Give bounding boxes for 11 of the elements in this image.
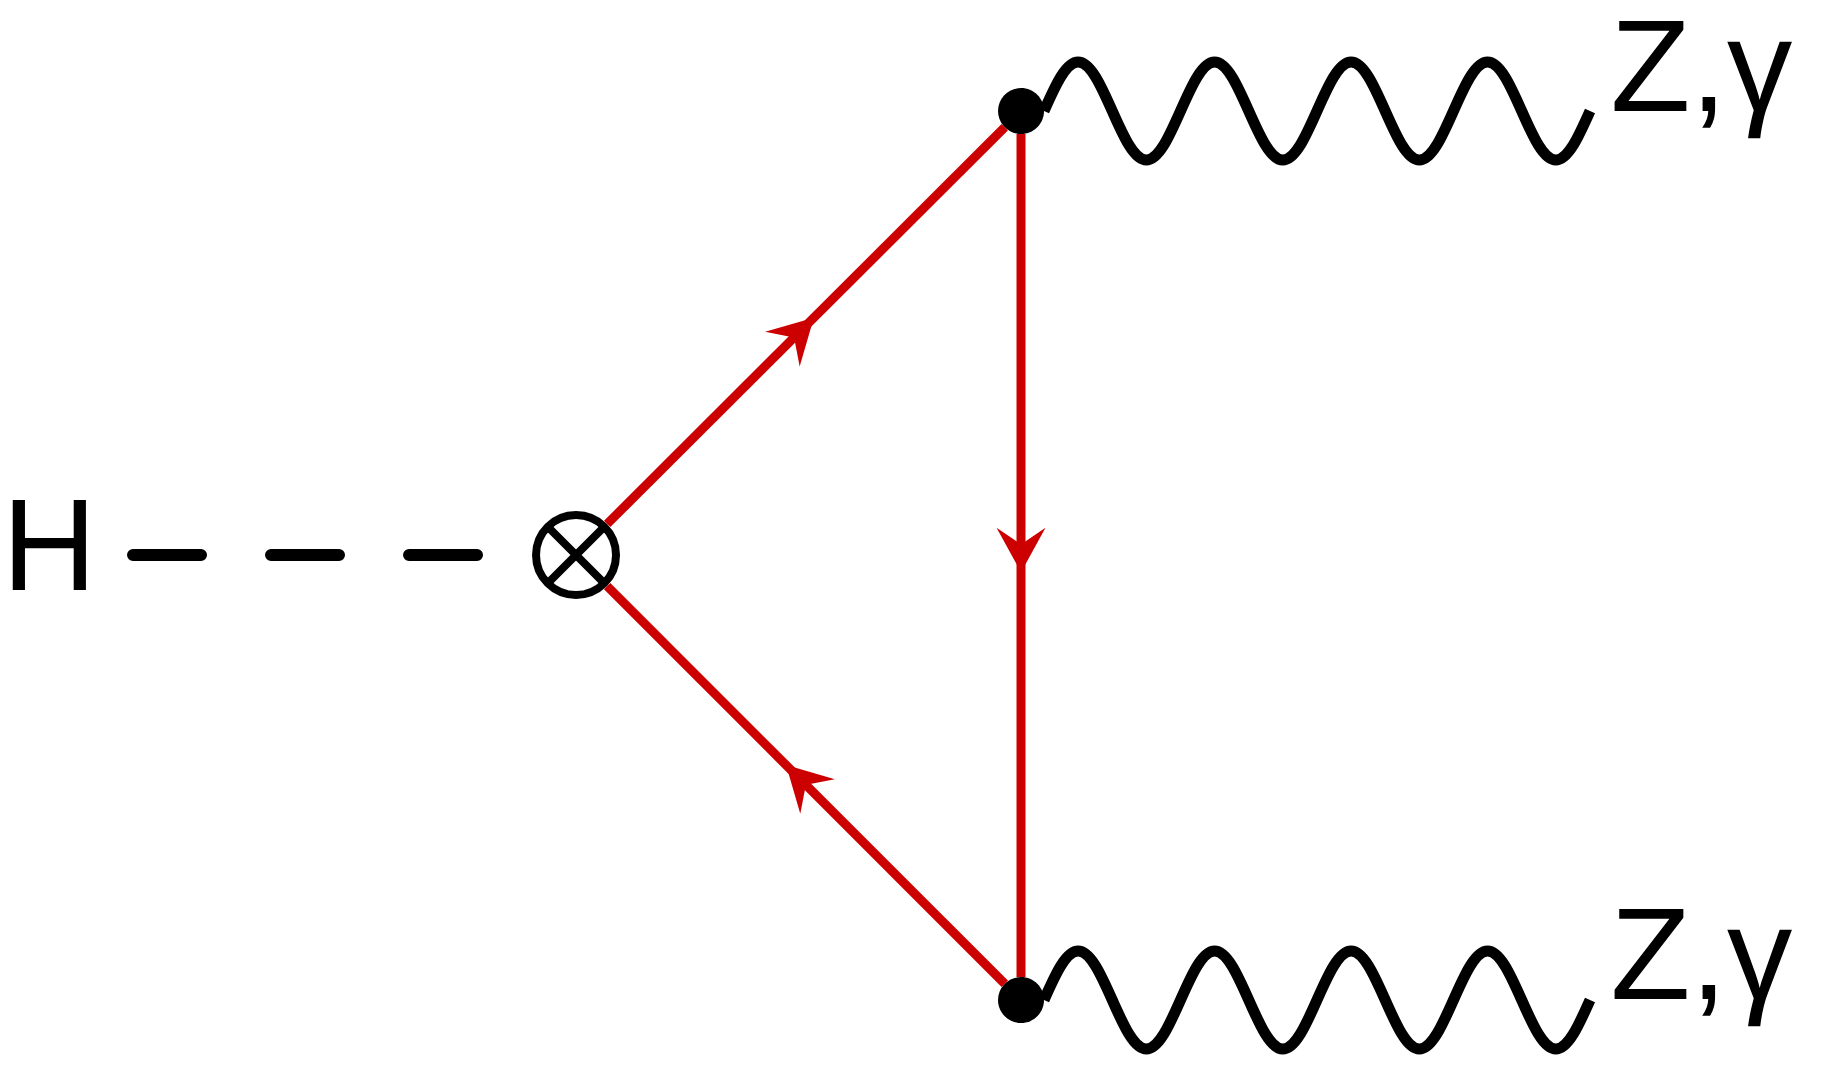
wavy-line <box>1039 56 1596 166</box>
particle-label: Z,γ <box>1614 908 1792 1027</box>
particle-label: H <box>12 499 86 590</box>
wavy-line <box>1039 945 1596 1055</box>
arrow-line <box>603 582 1008 987</box>
dashed-line <box>127 549 484 561</box>
arrow-line <box>604 124 1008 528</box>
vertex-dot <box>998 977 1044 1023</box>
vertex-dot <box>998 88 1044 134</box>
crossed-circle <box>532 511 620 599</box>
particle-label: Z,γ <box>1614 20 1792 139</box>
